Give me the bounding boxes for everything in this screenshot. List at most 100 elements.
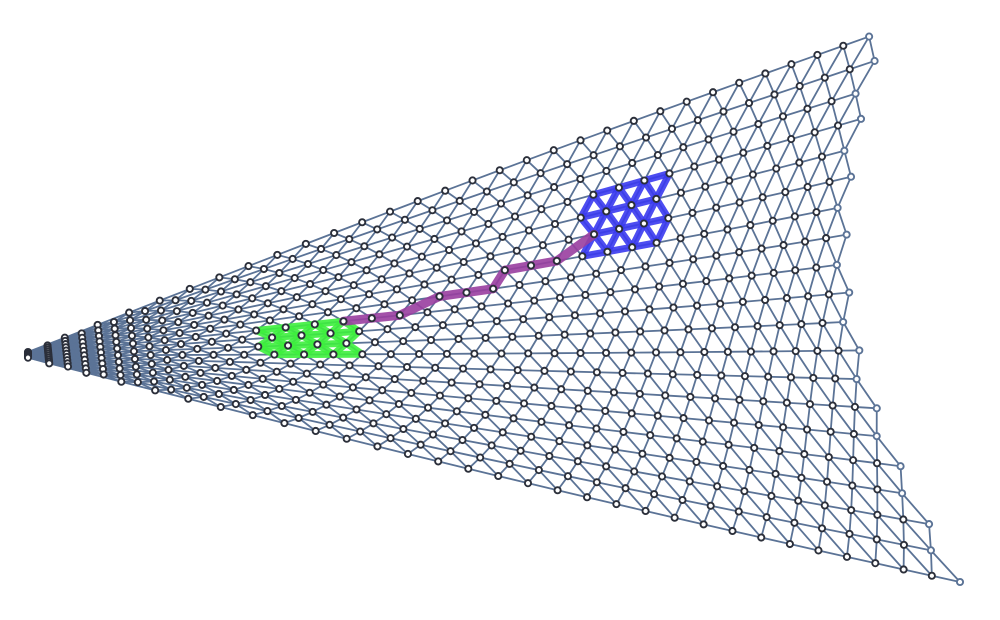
graph-node	[833, 121, 843, 130]
graph-node	[222, 329, 231, 338]
graph-node	[509, 178, 518, 187]
graph-edge	[485, 181, 515, 193]
graph-edge	[283, 422, 317, 432]
graph-edge	[422, 379, 453, 384]
graph-node	[416, 440, 425, 449]
graph-edge	[462, 367, 492, 371]
graph-edge	[630, 412, 659, 417]
graph-node	[791, 347, 800, 356]
graph-node	[428, 206, 437, 215]
graph-edge	[741, 274, 753, 303]
graph-node	[541, 277, 550, 286]
graph-edge	[298, 311, 329, 318]
graph-edge	[537, 333, 566, 337]
graph-edge	[618, 119, 635, 148]
graph-edge	[406, 366, 437, 369]
graph-edge	[705, 280, 722, 305]
graph-edge	[453, 305, 483, 311]
graph-node	[560, 330, 569, 339]
graph-node	[635, 389, 644, 398]
graph-edge	[239, 319, 271, 326]
graph-node	[761, 69, 770, 78]
graph-edge	[150, 362, 185, 367]
graph-node	[369, 419, 378, 428]
graph-node	[165, 375, 174, 384]
graph-node	[342, 434, 351, 443]
graph-node	[845, 529, 854, 538]
graph-node	[602, 462, 611, 471]
graph-edge	[402, 428, 434, 436]
graph-node	[319, 380, 328, 389]
graph-edge	[668, 261, 684, 285]
graph-node	[290, 274, 299, 283]
graph-edge	[495, 399, 515, 420]
graph-node	[141, 306, 150, 316]
graph-edge	[778, 450, 803, 479]
graph-edge	[731, 530, 763, 539]
graph-edge	[519, 449, 540, 471]
graph-node	[486, 252, 495, 261]
graph-node	[686, 392, 695, 401]
graph-edge	[605, 162, 634, 172]
graph-edge	[793, 521, 823, 530]
graph-node	[606, 288, 615, 297]
blue-region-edge	[628, 239, 661, 251]
graph-node	[275, 384, 284, 393]
graph-edge	[809, 377, 815, 406]
graph-edge	[749, 224, 763, 250]
graph-node	[145, 342, 154, 351]
graph-node	[768, 216, 777, 225]
graph-edge	[663, 306, 675, 332]
graph-edge	[553, 352, 572, 373]
graph-edge	[764, 272, 775, 301]
graph-edge	[742, 123, 760, 154]
graph-edge	[679, 237, 695, 261]
graph-edge	[314, 430, 348, 440]
graph-edge	[728, 277, 744, 303]
graph-edge	[741, 300, 759, 328]
graph-node	[527, 432, 536, 441]
graph-edge	[762, 375, 770, 403]
graph-node	[202, 298, 212, 307]
graph-node	[628, 158, 637, 168]
graph-node	[242, 365, 251, 374]
graph-edge	[738, 224, 752, 254]
graph-edge	[136, 381, 173, 391]
graph-node	[725, 274, 734, 283]
graph-edge	[738, 251, 753, 277]
graph-node	[611, 328, 620, 337]
graph-node	[800, 237, 810, 246]
graph-edge	[457, 336, 487, 340]
graph-edge	[757, 424, 781, 452]
graph-edge	[687, 328, 706, 353]
graph-edge	[576, 460, 608, 468]
graph-node	[899, 515, 908, 524]
graph-edge	[234, 403, 269, 412]
graph-node	[730, 323, 740, 332]
graph-edge	[681, 499, 705, 526]
graph-edge	[641, 452, 663, 478]
graph-edge	[830, 68, 851, 103]
graph-node	[614, 183, 624, 192]
graph-edge	[345, 437, 379, 448]
graph-edge	[659, 100, 688, 113]
graph-node	[234, 305, 243, 314]
graph-node	[216, 287, 226, 296]
graph-edge	[599, 312, 617, 334]
graph-edge	[668, 456, 698, 463]
graph-edge	[638, 393, 659, 417]
graph-node	[589, 190, 598, 199]
graph-edge	[359, 430, 392, 440]
graph-node	[872, 404, 881, 413]
graph-edge	[206, 293, 238, 304]
graph-node	[581, 290, 590, 300]
graph-edge	[333, 221, 364, 234]
graph-edge	[311, 410, 345, 419]
graph-node	[524, 349, 533, 358]
graph-edge	[806, 155, 823, 188]
graph-node	[146, 351, 155, 360]
graph-edge	[726, 201, 741, 231]
graph-edge	[797, 499, 826, 507]
graph-edge	[817, 549, 848, 558]
graph-edge	[806, 107, 816, 134]
